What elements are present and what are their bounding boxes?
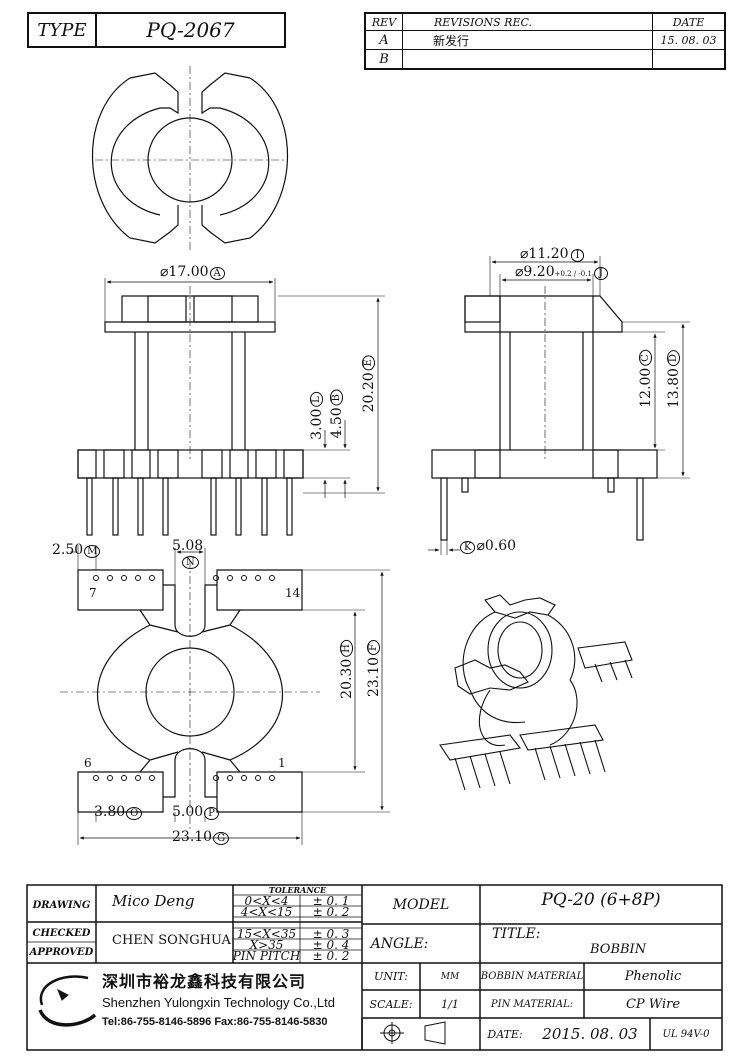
revision-table: REV REVISIONS REC. DATE A 新发行 15. 08. 03… <box>364 12 726 70</box>
rev-a-date: 15. 08. 03 <box>660 33 717 47</box>
unit-label: UNIT: <box>374 970 408 983</box>
tol-value-2: ± 0. 3 <box>312 926 350 941</box>
drawing-label: DRAWING <box>32 899 91 911</box>
tol-range-4: PIN PITCH <box>232 948 301 963</box>
rev-date-label: DATE <box>672 15 705 29</box>
dim-20-20: 20.20E <box>361 355 377 412</box>
dim-13-80: 13.80D <box>666 350 682 408</box>
isometric-view <box>439 594 633 791</box>
model-label: MODEL <box>392 896 450 913</box>
scale-label: SCALE: <box>369 997 413 1011</box>
tol-value-0: ± 0. 1 <box>312 893 350 908</box>
type-value: PQ-2067 <box>146 18 235 42</box>
bobbin-material-value: Phenolic <box>624 969 682 984</box>
bottom-view <box>60 545 390 845</box>
rev-a-text: 新发行 <box>432 33 469 48</box>
tag-l: L <box>310 392 323 407</box>
rev-b: B <box>379 51 389 67</box>
type-label: TYPE <box>29 14 97 46</box>
projection-symbol <box>380 1021 446 1045</box>
tag-d: D <box>667 350 680 367</box>
tag-c: C <box>639 350 652 366</box>
unit-value: MM <box>440 971 460 982</box>
tag-h: H <box>340 640 353 657</box>
tol-value-3: ± 0. 4 <box>312 937 350 952</box>
tolerance-label: TOLERANCE <box>268 885 327 895</box>
side-view <box>428 256 690 555</box>
tag-g: G <box>213 832 230 845</box>
tag-k: K <box>460 541 476 554</box>
dim-pin-0-60: K⌀0.60 <box>460 538 516 554</box>
dim-4-50: 4.50B <box>329 390 345 439</box>
pin-label-14: 14 <box>285 586 301 600</box>
tol-range-2: 15<X<35 <box>236 926 297 941</box>
tag-f: F <box>367 640 380 655</box>
tag-a: A <box>209 267 225 280</box>
tag-n: N <box>182 556 199 569</box>
scale-value: 1/1 <box>441 997 459 1011</box>
company-contact: Tel:86-755-8146-5896 Fax:86-755-8146-583… <box>102 1016 328 1028</box>
top-view <box>92 66 288 252</box>
checked-value: CHEN SONGHUA <box>112 933 231 948</box>
rev-a: A <box>379 32 389 48</box>
tag-o: O <box>126 807 143 820</box>
tol-range-1: 4<X<15 <box>240 904 293 919</box>
ul-rating: UL 94V-0 <box>662 1028 710 1040</box>
tag-m: M <box>84 545 101 558</box>
title-block-lines <box>26 884 723 1051</box>
revisions-label: REVISIONS REC. <box>434 15 532 29</box>
tol-range-3: X>35 <box>249 937 284 952</box>
angle-label: ANGLE: <box>370 935 429 952</box>
dim-20-30: 20.30H <box>339 640 355 699</box>
bobbin-material-label: BOBBIN MATERIAL <box>480 971 584 982</box>
tag-i: I <box>570 249 585 262</box>
approved-label: APPROVED <box>29 946 94 958</box>
tol-value-1: ± 0. 2 <box>312 904 350 919</box>
drawing-value: Mico Deng <box>112 892 195 910</box>
tag-j: J <box>593 267 608 280</box>
front-view <box>77 278 385 536</box>
dim-12-00: 12.00C <box>638 350 654 408</box>
model-value: PQ-20 (6+8P) <box>541 890 661 910</box>
date-value: 2015. 08. 03 <box>542 1025 638 1043</box>
date-label: DATE: <box>487 1027 523 1041</box>
company-logo <box>38 975 97 1027</box>
tol-range-0: 0<X<4 <box>244 893 289 908</box>
pin-material-label: PIN MATERIAL: <box>490 998 574 1010</box>
company-name-en: Shenzhen Yulongxin Technology Co.,Ltd <box>102 995 335 1010</box>
tol-9-20: +0.2 / -0.1 <box>554 270 592 278</box>
tag-e: E <box>362 355 375 371</box>
pin-label-7: 7 <box>89 586 97 600</box>
title-label: TITLE: <box>492 926 541 942</box>
dim-3-00: 3.00L <box>309 392 325 440</box>
type-box: TYPE PQ-2067 <box>27 12 286 48</box>
dim-5-08: 5.08 <box>172 538 204 554</box>
pin-label-1: 1 <box>278 756 286 770</box>
tag-b: B <box>330 390 343 406</box>
rev-label: REV <box>371 15 397 29</box>
tag-p: P <box>204 807 219 820</box>
pin-material-value: CP Wire <box>625 996 681 1012</box>
title-value: BOBBIN <box>590 942 647 957</box>
company-name-cn: 深圳市裕龙鑫科技有限公司 <box>102 972 307 991</box>
pin-label-6: 6 <box>84 756 92 770</box>
tol-value-4: ± 0. 2 <box>312 948 350 963</box>
checked-label: CHECKED <box>32 927 91 939</box>
dim-23-10-v: 23.10F <box>366 640 382 697</box>
